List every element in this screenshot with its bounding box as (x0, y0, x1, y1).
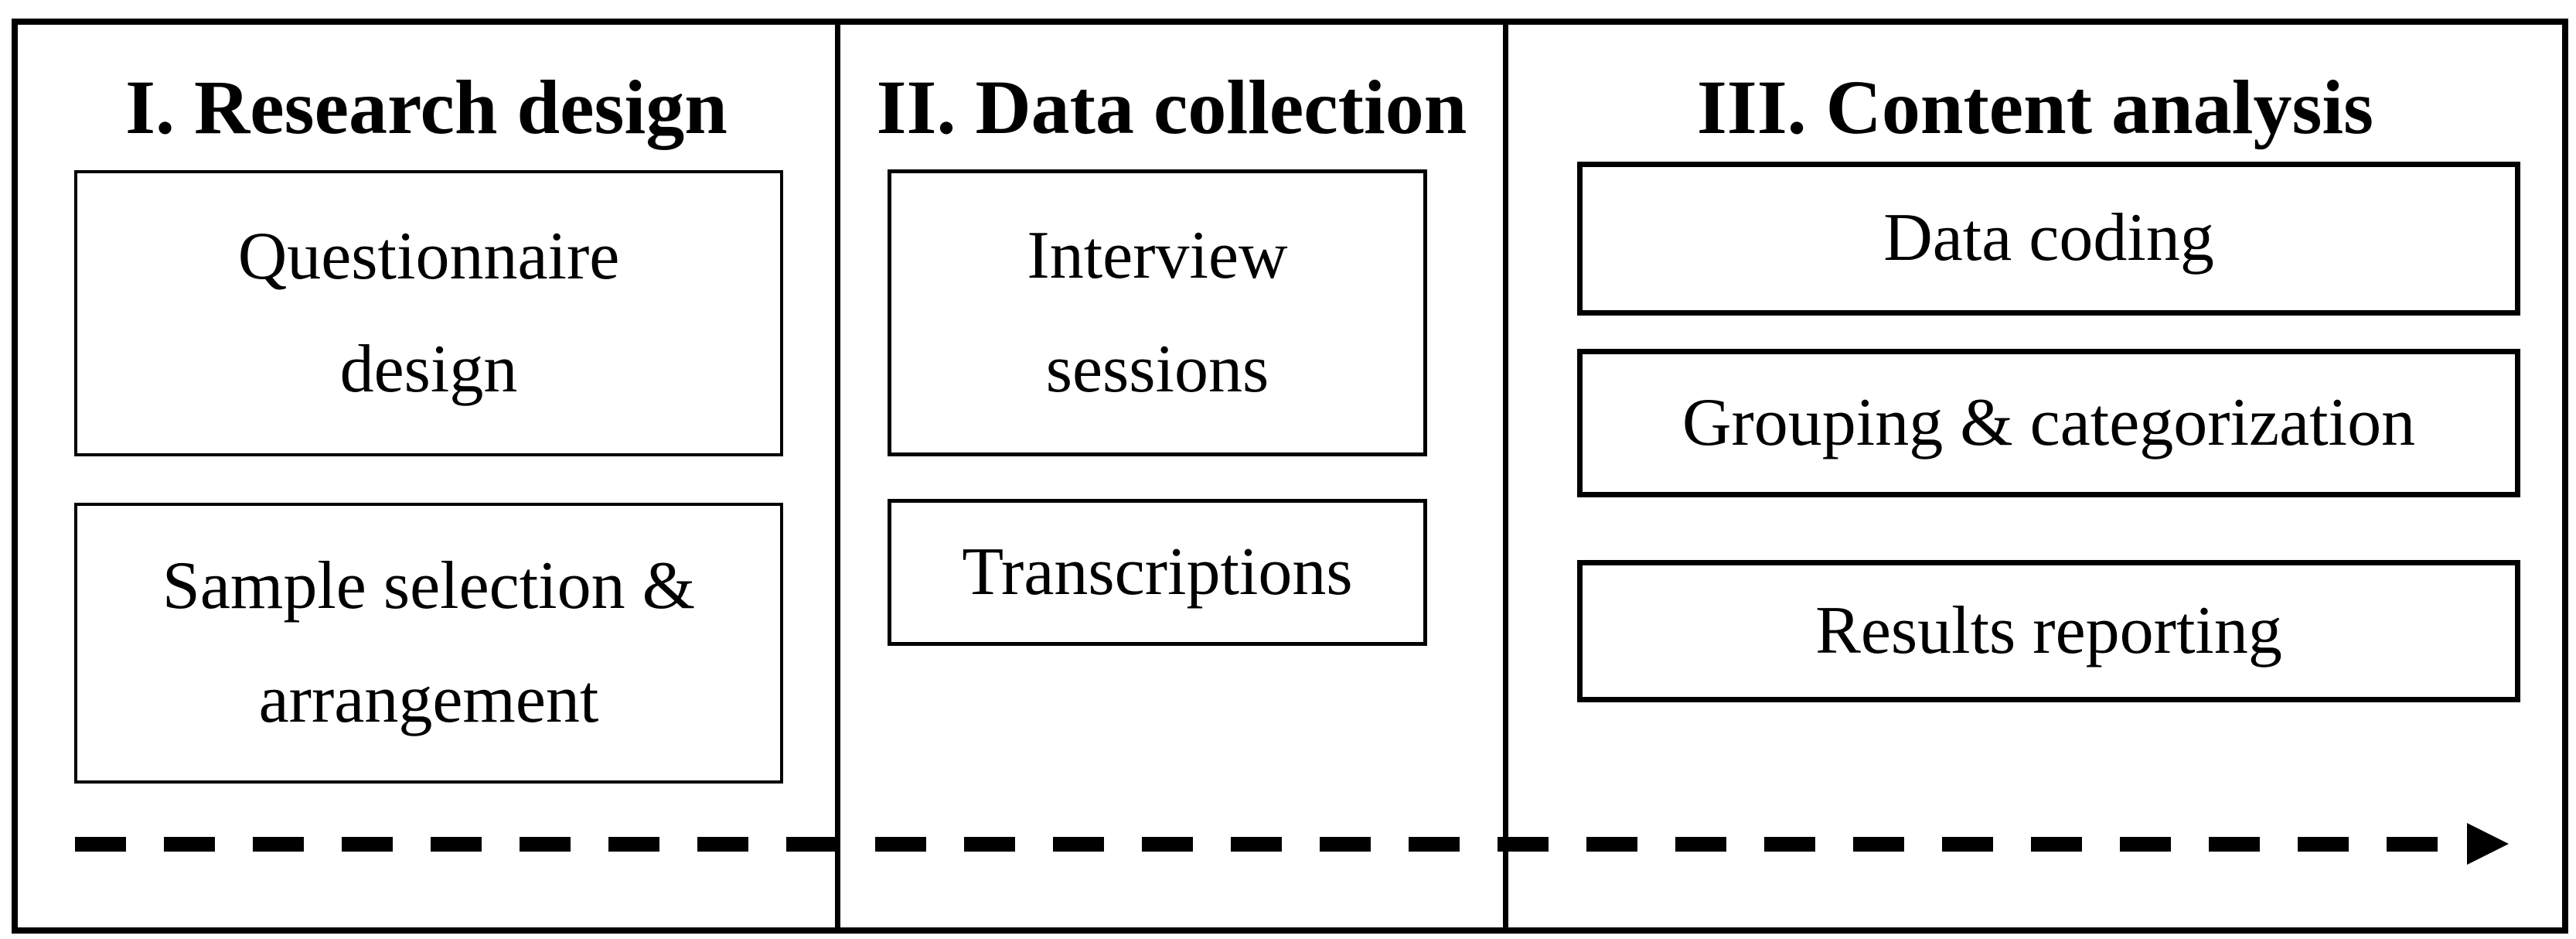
step-label-line: Transcriptions (962, 534, 1353, 609)
panel-title: III. Content analysis (1696, 64, 2374, 150)
step-box-transcriptions: Transcriptions (888, 499, 1427, 646)
step-label-line: arrangement (258, 661, 599, 737)
arrow-right-head-icon (2467, 823, 2509, 865)
step-box-questionnaire-design: Questionnaire design (74, 170, 783, 456)
step-box-grouping-categorization: Grouping & categorization (1577, 349, 2520, 497)
process-flow-arrow-shaft (75, 837, 2470, 852)
step-label-line: design (339, 332, 518, 407)
step-label-line: Sample selection & (162, 548, 696, 624)
methodology-flow-diagram: I. Research design II. Data collection I… (12, 19, 2568, 934)
step-label-line: Results reporting (1815, 592, 2282, 668)
step-label-line: sessions (1045, 331, 1269, 407)
step-label-line: Data coding (1883, 200, 2214, 276)
panel-divider (835, 25, 840, 927)
panel-title: I. Research design (125, 64, 727, 150)
step-label-line: Questionnaire (237, 218, 620, 294)
step-box-sample-selection: Sample selection & arrangement (74, 503, 783, 784)
panel-divider (1503, 25, 1508, 927)
panel-content-analysis: III. Content analysis (1508, 25, 2562, 927)
step-box-interview-sessions: Interview sessions (888, 169, 1427, 456)
step-label-line: Grouping & categorization (1682, 384, 2416, 460)
step-label-line: Interview (1027, 218, 1288, 294)
panel-data-collection: II. Data collection (840, 25, 1503, 927)
step-box-results-reporting: Results reporting (1577, 560, 2520, 702)
step-box-data-coding: Data coding (1577, 162, 2520, 316)
panel-research-design: I. Research design (18, 25, 835, 927)
panel-title: II. Data collection (876, 64, 1467, 150)
